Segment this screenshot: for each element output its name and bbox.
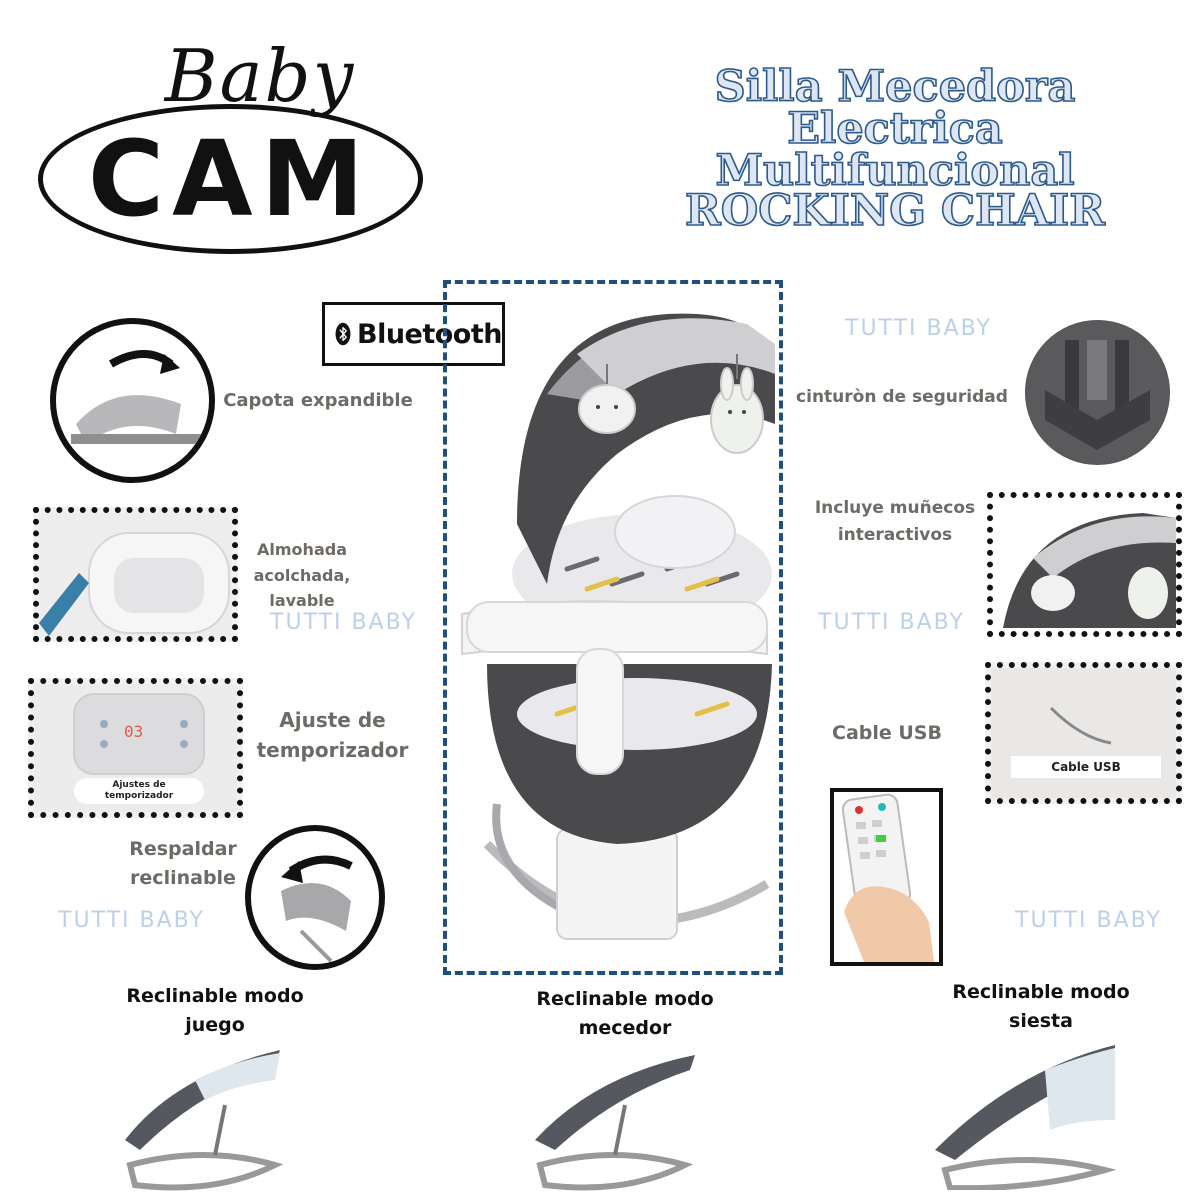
pillow-feature-image (33, 507, 238, 642)
logo-wordmark: CAM (87, 118, 373, 240)
mode-nap-image (935, 1045, 1117, 1190)
watermark: TUTTI BABY (818, 610, 965, 635)
timer-label-line-1: Ajuste de (279, 708, 386, 732)
pillow-label-line-3: lavable (269, 591, 335, 611)
timer-caption-line-1: Ajustes de (112, 780, 166, 790)
bluetooth-badge: Bluetooth (322, 302, 505, 366)
timer-label-line-2: temporizador (256, 738, 409, 762)
usb-feature-image: Cable USB (985, 662, 1182, 804)
rocking-chair-image (461, 313, 775, 940)
title-line-3: Multifuncional (715, 146, 1076, 196)
seatbelt-label: cinturòn de seguridad (796, 387, 1008, 407)
toys-feature-image (987, 492, 1182, 637)
pillow-label: Almohada acolchada, lavable (252, 537, 352, 614)
mode-rock-image (535, 1055, 695, 1191)
timer-display: 03 (124, 722, 144, 741)
mode-play-image (125, 1050, 284, 1191)
timer-caption: Ajustes de temporizador (74, 778, 204, 804)
watermark: TUTTI BABY (1015, 908, 1162, 933)
remote-control-image (830, 788, 943, 966)
product-frame (443, 280, 783, 975)
mode-play-line-2: juego (185, 1013, 245, 1036)
curved-arrow-icon (71, 350, 201, 444)
mode-play-line-1: Reclinable modo (126, 985, 304, 1007)
toys-label: Incluye muñecos interactivos (805, 495, 985, 549)
remote-control-icon (841, 793, 934, 962)
usb-caption: Cable USB (1011, 756, 1161, 778)
mode-nap-line-2: siesta (1009, 1009, 1073, 1032)
seatbelt-feature-icon (1025, 320, 1170, 465)
watermark: TUTTI BABY (845, 316, 992, 341)
mode-rock-line-1: Reclinable modo (536, 988, 714, 1010)
mode-rock-label: Reclinable modo mecedor (520, 985, 730, 1042)
logo-ellipse (38, 104, 423, 254)
timer-label: Ajuste de temporizador (255, 705, 410, 765)
title-line-2: Electrica (786, 104, 1003, 154)
bluetooth-icon (335, 322, 351, 346)
watermark: TUTTI BABY (58, 908, 205, 933)
mode-nap-line-1: Reclinable modo (952, 981, 1130, 1003)
bluetooth-label: Bluetooth (356, 318, 503, 350)
usb-label: Cable USB (832, 722, 942, 744)
mode-rock-line-2: mecedor (578, 1016, 672, 1039)
pillow-label-line-1: Almohada (257, 540, 347, 559)
timer-caption-line-2: temporizador (104, 790, 174, 801)
title-line-1: Silla Mecedora (714, 62, 1076, 112)
backrest-feature-icon (245, 825, 385, 970)
backrest-label-line-2: reclinable (130, 866, 236, 889)
logo-script: Baby (164, 34, 356, 118)
title-line-4: ROCKING CHAIR (684, 186, 1106, 236)
mode-nap-label: Reclinable modo siesta (936, 978, 1146, 1035)
backrest-label-line-1: Respaldar (129, 838, 237, 860)
canopy-label: Capota expandible (223, 390, 413, 411)
toys-label-line-1: Incluye muñecos (814, 498, 976, 518)
toys-label-line-2: interactivos (837, 525, 953, 546)
timer-feature-image: 03 Ajustes de temporizador (28, 678, 243, 818)
pillow-label-line-2: acolchada, (253, 565, 351, 585)
backrest-label: Respaldar reclinable (128, 835, 238, 892)
watermark: TUTTI BABY (270, 610, 417, 635)
canopy-feature-icon (50, 318, 215, 483)
mode-play-label: Reclinable modo juego (110, 982, 320, 1039)
curved-arrow-icon (281, 855, 353, 963)
